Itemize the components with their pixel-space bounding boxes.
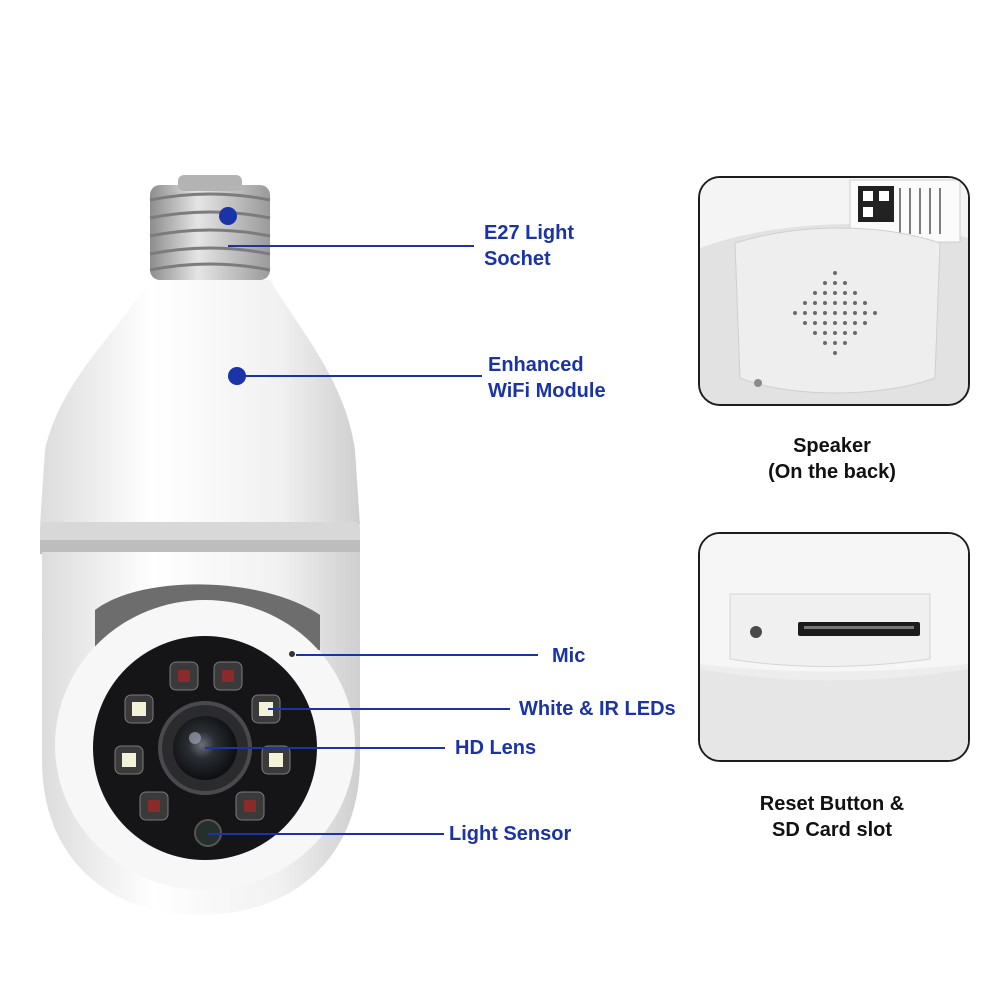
wifi-label: Enhanced WiFi Module <box>488 354 606 402</box>
lens-line <box>205 747 445 749</box>
reset-sd-inset <box>698 532 970 762</box>
reset-sd-image <box>700 534 968 760</box>
speaker-caption: Speaker (On the back) <box>768 435 896 483</box>
e27-socket <box>149 175 271 280</box>
wifi-line <box>237 375 482 377</box>
socket-dot <box>219 207 237 225</box>
mic-hole <box>289 651 295 657</box>
mic-line <box>296 654 538 656</box>
speaker-image <box>700 178 968 404</box>
reset-button-hole <box>750 626 762 638</box>
leds-line <box>268 708 510 710</box>
mic-label: Mic <box>552 645 586 667</box>
reset-sd-caption: Reset Button & SD Card slot <box>759 793 905 841</box>
sensor-label: Light Sensor <box>449 823 572 845</box>
lens-label: HD Lens <box>455 737 537 759</box>
socket-label: E27 Light Sochet <box>484 222 575 270</box>
sensor-line <box>208 833 444 835</box>
speaker-inset <box>698 176 970 406</box>
upper-body <box>40 280 360 525</box>
socket-line <box>228 245 474 247</box>
leds-label: White & IR LEDs <box>519 698 676 720</box>
